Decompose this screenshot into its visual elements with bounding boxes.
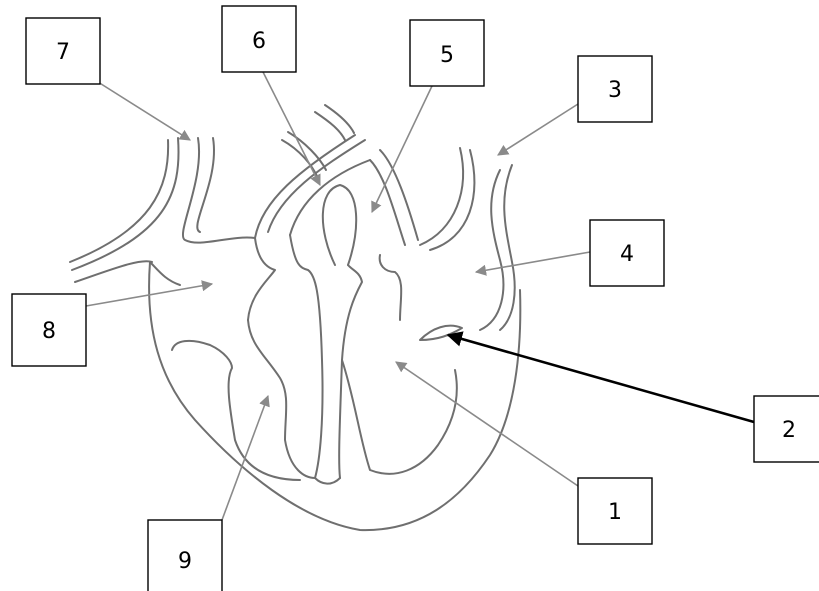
label-2-group: 2 <box>754 396 819 462</box>
label-9-group: 9 <box>148 520 222 591</box>
vessel-right-3 <box>480 170 503 330</box>
vessel-left-upper-1 <box>70 140 168 262</box>
pointer-6 <box>262 70 320 185</box>
arch-2 <box>268 140 365 232</box>
left-ventricle-wall <box>172 341 300 480</box>
label-5-group: 5 <box>410 20 484 86</box>
arch-top-4 <box>325 105 354 133</box>
label-7: 7 <box>56 40 70 65</box>
label-7-group: 7 <box>26 18 100 84</box>
label-5: 5 <box>440 43 454 68</box>
label-1: 1 <box>608 500 622 525</box>
pointer-4 <box>476 252 590 272</box>
label-4: 4 <box>620 242 634 267</box>
arch-top-2 <box>288 132 326 170</box>
label-1-group: 1 <box>578 478 652 544</box>
label-6: 6 <box>252 29 266 54</box>
label-8-group: 8 <box>12 294 86 366</box>
septum-right <box>339 265 362 478</box>
label-4-group: 4 <box>590 220 664 286</box>
arch-1 <box>255 135 355 238</box>
label-6-group: 6 <box>222 6 296 72</box>
vessel-left-upper-3 <box>183 138 255 243</box>
pointer-1 <box>396 362 578 486</box>
pulmonary-trunk-right <box>370 160 405 245</box>
label-3: 3 <box>608 78 622 103</box>
right-atrium-valve <box>380 255 402 320</box>
vessel-right-4 <box>500 165 515 330</box>
septum-base <box>315 478 340 484</box>
pointer-7 <box>98 82 190 140</box>
pointer-3 <box>498 104 578 155</box>
pointer-2 <box>448 335 754 422</box>
heart-outer-wall <box>149 262 520 530</box>
label-2: 2 <box>782 418 796 443</box>
interatrial-left <box>248 238 275 320</box>
heart-outline <box>70 105 520 530</box>
pulmonary-trunk <box>323 185 356 265</box>
vessel-right-1 <box>420 148 463 245</box>
left-ventricle-inner <box>248 320 315 478</box>
vessel-left-upper-2 <box>72 138 179 270</box>
septum-left <box>290 235 323 478</box>
pointer-9 <box>222 396 268 520</box>
pointers <box>86 70 754 520</box>
label-8: 8 <box>42 319 56 344</box>
label-3-group: 3 <box>578 56 652 122</box>
label-9: 9 <box>178 549 192 574</box>
vessel-left-lower-2 <box>150 262 180 285</box>
right-ventricle-wall <box>342 360 457 474</box>
